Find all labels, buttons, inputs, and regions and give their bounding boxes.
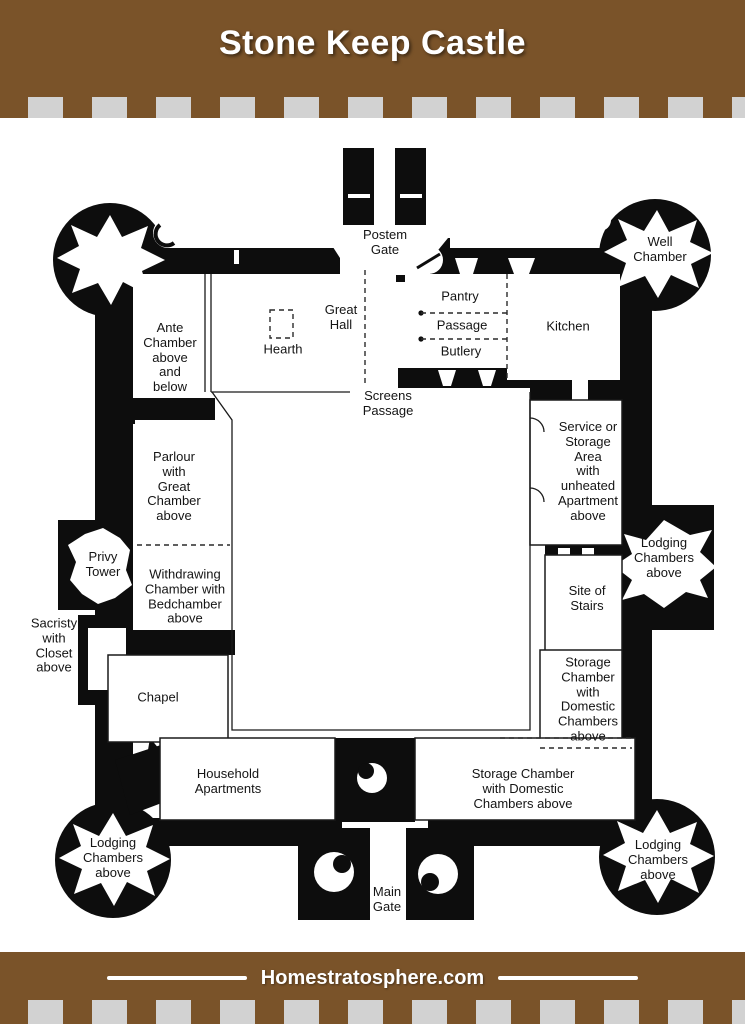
room-label-kitchen: Kitchen [546, 318, 590, 334]
great-hall-room [205, 274, 367, 392]
room-label-ante-chamber: Ante Chamber above and below [143, 319, 197, 395]
stair-turret-nw [153, 218, 183, 248]
page-title: Stone Keep Castle [218, 24, 527, 62]
room-label-lodging-southwest: Lodging Chambers above [83, 834, 143, 880]
service-storage-room [529, 399, 623, 546]
ante-chamber-room [133, 274, 205, 398]
dashed-partitions [137, 270, 635, 749]
room-label-site-of-stairs: Site of Stairs [568, 583, 606, 613]
stair-hook-icon [153, 223, 176, 248]
north-wall-west [152, 248, 352, 274]
lodging-east-room [614, 520, 716, 608]
room-label-household: Household Apartments [194, 766, 262, 796]
floor-plan: Postem Gate Well Chamber Ante Chamber ab… [0, 130, 745, 945]
room-outlines [107, 399, 636, 821]
header-band: Stone Keep Castle [0, 0, 745, 118]
footer-divider-left [106, 976, 247, 980]
room-label-great-hall: Great Hall [324, 302, 358, 332]
room-label-service-storage: Service or Storage Area with unheated Ap… [558, 419, 618, 524]
site-of-stairs-room [544, 554, 623, 656]
room-label-main-gate: Main Gate [372, 884, 402, 914]
castle-rooms [57, 148, 716, 920]
chapel-room [107, 654, 229, 743]
footer-band: Homestratosphere.com [0, 952, 745, 1024]
room-label-pantry: Pantry [441, 288, 479, 304]
site-name: Homestratosphere.com [260, 966, 485, 989]
room-label-lodging-southeast: Lodging Chambers above [628, 836, 688, 882]
room-label-screens-passage: Screens Passage [362, 388, 414, 418]
small-details [333, 310, 439, 891]
room-label-storage-east: Storage Chamber with Domestic Chambers a… [558, 654, 618, 744]
room-label-passage: Passage [436, 317, 488, 333]
room-label-well-chamber: Well Chamber [633, 234, 687, 264]
courtyard-outline [204, 274, 545, 731]
room-label-sacristy: Sacristy with Closet above [30, 615, 78, 675]
room-label-storage-south: Storage Chamber with Domestic Chambers a… [471, 765, 575, 811]
kitchen-east-wall [620, 270, 652, 395]
storage-south-room [414, 737, 636, 821]
stair-hand-icon [416, 252, 441, 270]
room-label-postern-gate: Postem Gate [362, 227, 408, 257]
room-label-privy-tower: Privy Tower [85, 549, 121, 579]
kitchen-room [507, 274, 620, 380]
tower-ne-interior [604, 210, 713, 298]
hearth-outline [269, 309, 294, 339]
room-label-withdrawing: Withdrawing Chamber with Bedchamber abov… [144, 566, 226, 626]
floor-plan-drawing [53, 148, 716, 920]
household-apartments-room [159, 737, 336, 821]
room-label-hearth: Hearth [263, 341, 303, 357]
pantry-south-wall [398, 368, 530, 388]
room-label-chapel: Chapel [137, 689, 179, 705]
parlour-withdrawing-room [135, 420, 232, 608]
room-label-lodging-east: Lodging Chambers above [634, 534, 694, 580]
footer-divider-right [498, 976, 639, 980]
pantry-block-room [405, 274, 507, 368]
room-label-butlery: Butlery [440, 343, 482, 359]
main-gate-passage [370, 828, 406, 920]
tower-sw-interior [59, 813, 170, 906]
tower-se-interior [603, 810, 714, 903]
room-label-parlour: Parlour with Great Chamber above [147, 448, 201, 524]
privy-tower-room [68, 528, 132, 604]
